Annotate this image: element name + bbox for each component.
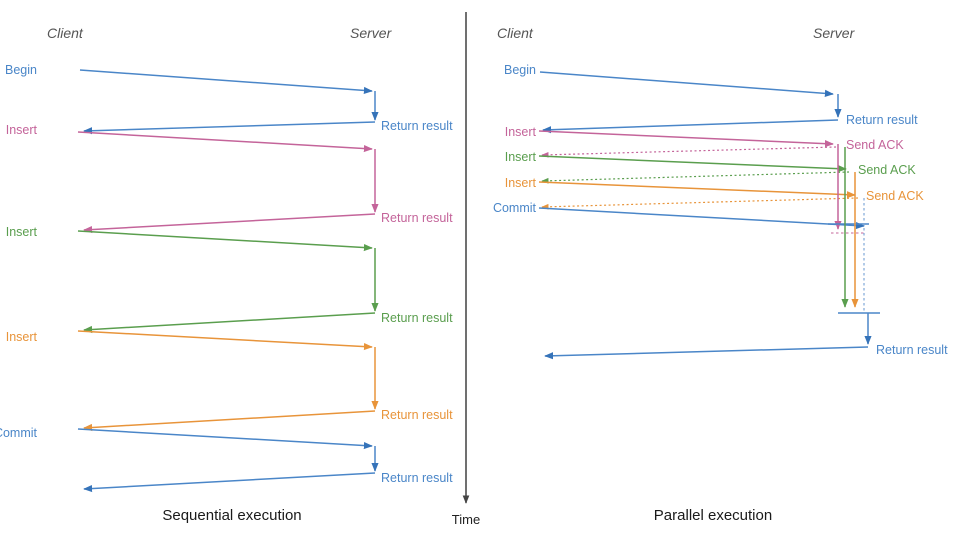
r-label-insert-2: Insert xyxy=(505,150,537,164)
r-arrow-insert1-ack xyxy=(541,146,837,158)
r-label-commit-return: Return result xyxy=(876,343,948,357)
r-arrow-commit-request xyxy=(538,207,865,230)
r-label-begin-return: Return result xyxy=(846,113,918,127)
label-insert2-return: Return result xyxy=(381,311,453,325)
right-client-lane-label: Client xyxy=(497,25,534,41)
left-panel-caption: Sequential execution xyxy=(162,507,301,524)
right-panel-caption: Parallel execution xyxy=(654,507,772,524)
arrow-insert1-request xyxy=(77,131,373,153)
time-axis-label: Time xyxy=(452,512,480,527)
label-begin-return: Return result xyxy=(381,119,453,133)
arrow-insert2-request xyxy=(77,230,373,252)
r-label-insert-1: Insert xyxy=(505,125,537,139)
r-arrow-insert3-request xyxy=(538,181,856,199)
label-insert1-return: Return result xyxy=(381,211,453,225)
arrow-insert1-response xyxy=(83,213,376,234)
label-begin: Begin xyxy=(5,63,37,77)
r-label-insert3-ack: Send ACK xyxy=(866,189,924,203)
arrow-begin-request xyxy=(79,69,373,95)
r-label-insert-3: Insert xyxy=(505,176,537,190)
arrow-insert3-response xyxy=(83,410,376,432)
arrow-commit-response xyxy=(83,472,376,493)
right-panel-group: Client Server Begin Return result Insert… xyxy=(493,25,948,524)
r-label-commit: Commit xyxy=(493,201,537,215)
left-panel-group: Client Server Begin Return result Insert… xyxy=(0,25,453,524)
left-server-lane-label: Server xyxy=(350,25,393,41)
arrow-insert3-request xyxy=(77,330,373,351)
r-arrow-commit-response xyxy=(544,346,869,360)
label-commit: Commit xyxy=(0,426,38,440)
r-label-begin: Begin xyxy=(504,63,536,77)
right-server-lane-label: Server xyxy=(813,25,856,41)
r-arrow-begin-request xyxy=(539,71,834,97)
arrow-commit-request xyxy=(77,428,373,450)
label-insert-3: Insert xyxy=(6,330,38,344)
arrow-insert2-response xyxy=(83,312,376,334)
arrow-begin-response xyxy=(83,121,376,135)
label-commit-return: Return result xyxy=(381,471,453,485)
r-arrow-begin-response xyxy=(542,119,839,134)
r-arrow-insert2-request xyxy=(538,155,847,173)
r-arrow-insert3-ack xyxy=(541,197,859,210)
r-label-insert2-ack: Send ACK xyxy=(858,163,916,177)
r-arrow-insert2-ack xyxy=(541,171,850,184)
r-arrow-insert1-request xyxy=(538,130,834,148)
label-insert-1: Insert xyxy=(6,123,38,137)
label-insert3-return: Return result xyxy=(381,408,453,422)
label-insert-2: Insert xyxy=(6,225,38,239)
left-client-lane-label: Client xyxy=(47,25,84,41)
r-label-insert1-ack: Send ACK xyxy=(846,138,904,152)
